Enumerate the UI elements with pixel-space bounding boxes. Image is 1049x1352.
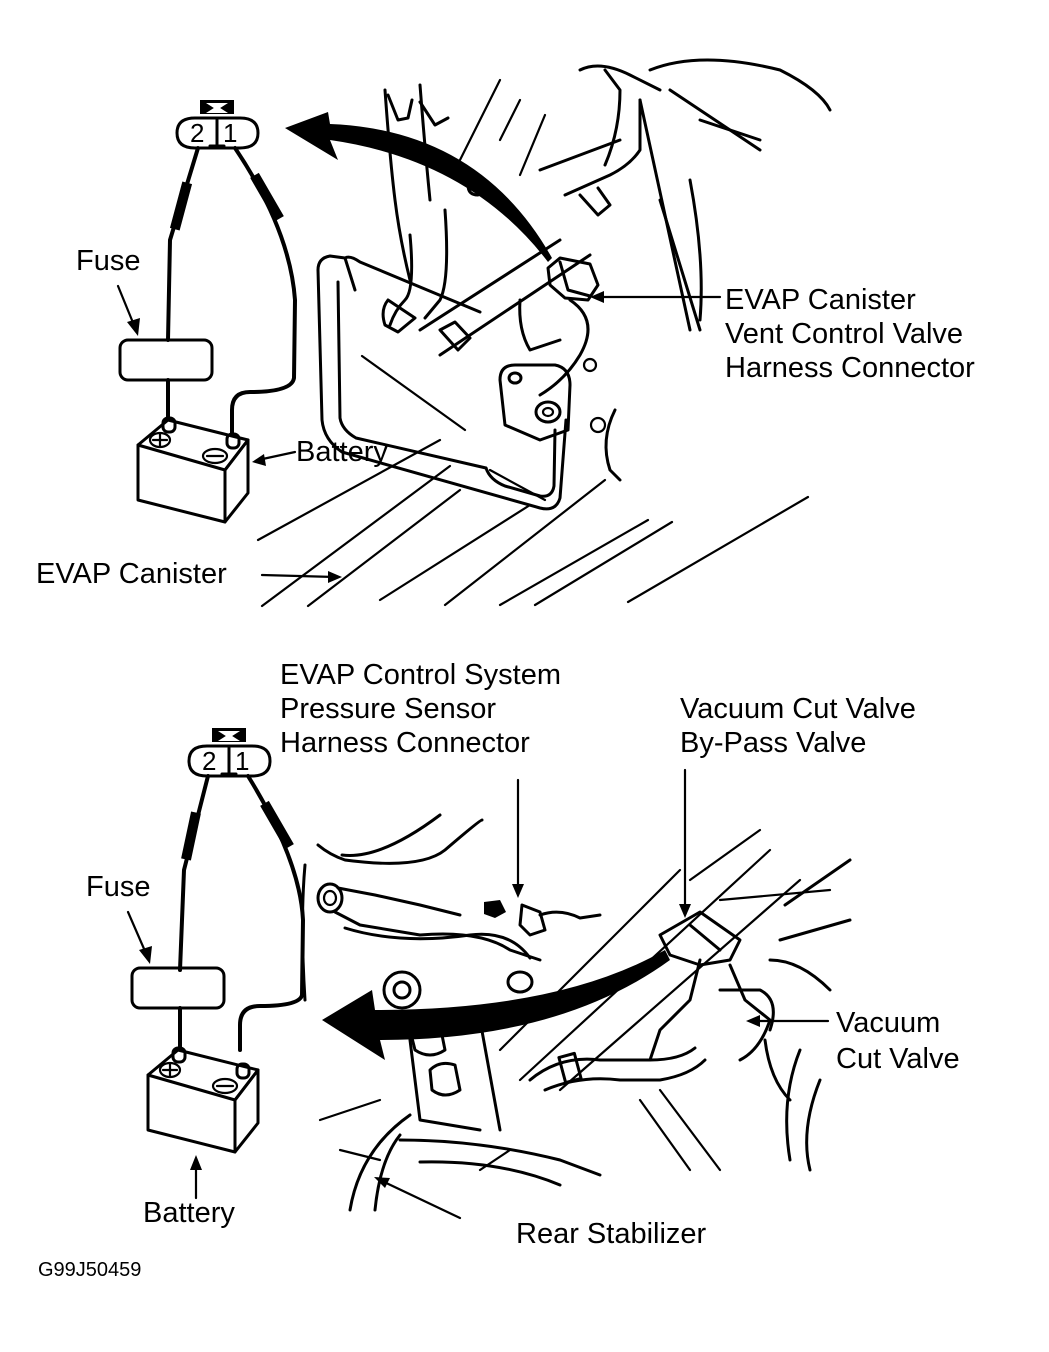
vacuum-cut-valve-label-line2: Cut Valve [836,1043,960,1075]
connector-icon [175,100,260,150]
connector-icon [187,728,272,778]
bottom-vehicle-illustration [301,813,852,1212]
vent-valve-connector-label-line2: Vent Control Valve [725,318,964,350]
battery-icon [146,1046,260,1154]
vent-valve-connector-label-line3: Harness Connector [725,352,975,384]
lead-clip-icon [169,181,193,231]
connector-pin-1: 1 [223,118,238,148]
connector-pin-2: 2 [190,118,205,148]
top-test-circuit [116,100,722,583]
connector-pin-2: 2 [202,746,217,776]
lead-clip-icon [181,811,201,861]
fuse-label: Fuse [76,245,141,277]
fuse-icon [118,338,214,382]
battery-label: Battery [296,436,388,468]
lead-clip-icon [250,172,284,222]
top-vehicle-illustration [256,58,832,608]
direction-arrow-icon [322,950,670,1060]
lead-clip-icon [260,800,294,850]
pressure-sensor-connector-label-line1: EVAP Control System [280,659,561,691]
pressure-sensor-connector-label-line3: Harness Connector [280,727,530,759]
fuse-icon [130,966,226,1010]
bottom-test-circuit [126,728,830,1220]
direction-arrow-icon [285,112,552,262]
vent-valve-connector-label-line1: EVAP Canister [725,284,916,316]
connector-pin-1: 1 [235,746,250,776]
bypass-valve-label-line1: Vacuum Cut Valve [680,693,916,725]
pressure-sensor-connector-label-line2: Pressure Sensor [280,693,496,725]
battery-label: Battery [143,1197,235,1229]
wire-fuse-side [166,146,200,342]
bypass-valve-label-line2: By-Pass Valve [680,727,867,759]
rear-stabilizer-label: Rear Stabilizer [516,1218,707,1250]
evap-canister-label: EVAP Canister [36,558,227,590]
battery-icon [136,416,250,524]
figure-code: G99J50459 [38,1259,142,1281]
fuse-label: Fuse [86,871,151,903]
vacuum-cut-valve-label-line1: Vacuum [836,1007,941,1039]
